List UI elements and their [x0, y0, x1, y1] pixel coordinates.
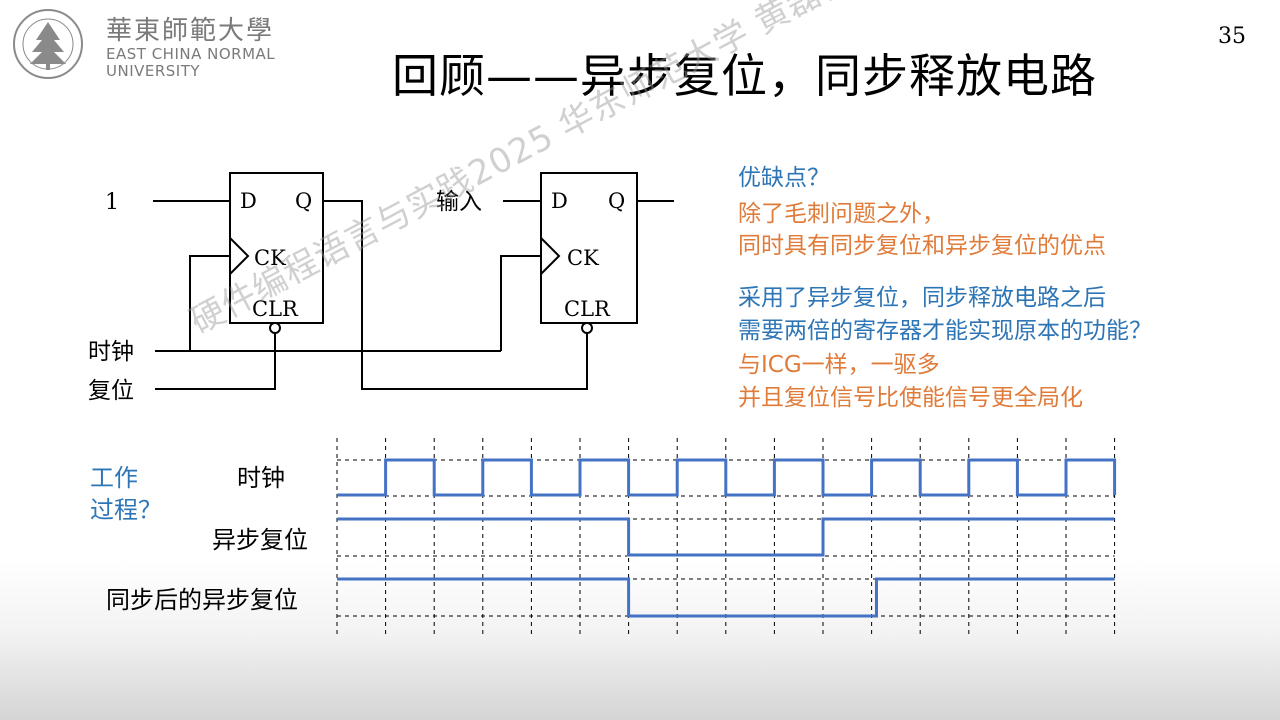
note-question2-line2: 需要两倍的寄存器才能实现原本的功能？: [738, 318, 1152, 344]
university-seal-icon: [13, 9, 83, 79]
page-number: 35: [1218, 24, 1246, 49]
slide-title: 回顾——异步复位，同步释放电路: [392, 49, 1097, 103]
ff2-ck-label: CK: [567, 246, 599, 270]
timing-question-line1: 工作: [90, 464, 138, 492]
logo-english-line1: EAST CHINA NORMAL: [106, 45, 276, 63]
logo-chinese-name: 華東師範大學: [106, 16, 275, 46]
timing-async-reset-label: 异步复位: [212, 526, 308, 554]
timing-synced-reset-label: 同步后的异步复位: [106, 586, 298, 614]
logo-english-line2: UNIVERSITY: [106, 62, 201, 80]
note-question-pros-cons: 优缺点？: [738, 165, 830, 191]
timing-question-line2: 过程？: [90, 496, 162, 524]
note-answer2-line2: 并且复位信号比使能信号更全局化: [738, 385, 1083, 411]
ff2-q-label: Q: [608, 189, 625, 213]
circuit-wires: [153, 200, 674, 390]
timing-clock-label: 时钟: [237, 464, 285, 492]
flip-flop-2: [540, 172, 638, 334]
note-answer1-line2: 同时具有同步复位和异步复位的优点: [738, 233, 1106, 259]
clock-waveform: [337, 458, 1117, 497]
university-logo: 華東師範大學 EAST CHINA NORMAL UNIVERSITY: [10, 6, 300, 82]
input-one-label: 1: [105, 190, 119, 215]
note-question2-line1: 采用了异步复位，同步释放电路之后: [738, 285, 1106, 311]
synced-reset-waveform: [337, 577, 1115, 618]
ff1-q-label: Q: [295, 189, 312, 213]
ff2-clr-label: CLR: [564, 297, 611, 321]
ff2-d-label: D: [551, 189, 568, 213]
reset-signal-label: 复位: [88, 378, 134, 404]
flip-flop-1: [229, 172, 324, 334]
ff1-clr-label: CLR: [252, 297, 299, 321]
clock-signal-label: 时钟: [88, 339, 134, 365]
note-answer2-line1: 与ICG一样，一驱多: [738, 352, 940, 378]
async-reset-waveform: [337, 517, 1115, 557]
ff1-d-label: D: [240, 189, 257, 213]
campus-background: [0, 560, 1280, 720]
ff1-ck-label: CK: [254, 246, 286, 270]
input-data-label: 输入: [436, 189, 482, 215]
note-answer1-line1: 除了毛刺问题之外，: [738, 201, 945, 227]
